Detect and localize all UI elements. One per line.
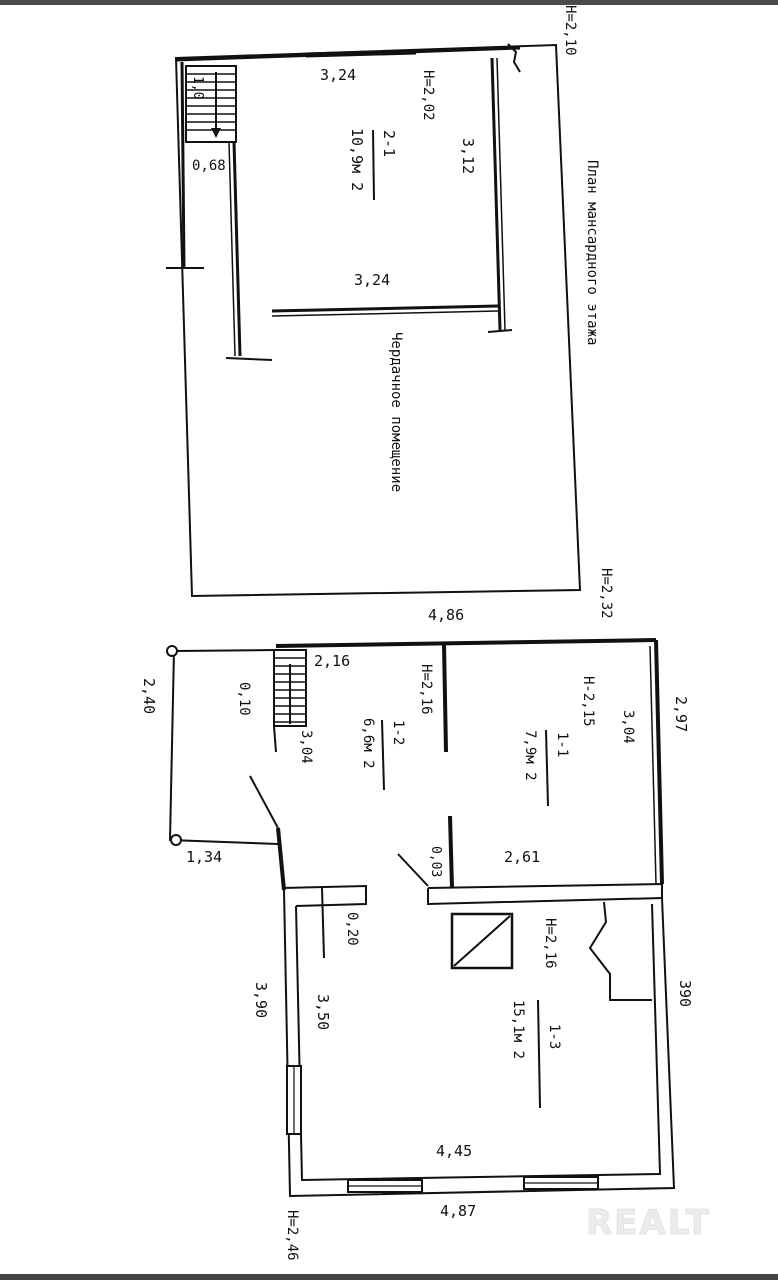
porch-dim-stair: 3,04: [298, 730, 314, 764]
room-1-3-dim-e: 0,20: [344, 912, 360, 946]
room-1-3-dim-a: 3,90: [252, 982, 270, 1018]
room-1-1-number: 1-1: [554, 732, 570, 757]
room-1-1-dim-a: 3,04: [620, 710, 636, 744]
partition-tick-right: [487, 329, 513, 333]
overall-width-top: 4,86: [428, 606, 464, 624]
partition-right-b: [496, 57, 506, 331]
ground-left-wall-partition: [321, 887, 325, 959]
room-1-3-inner: [295, 903, 662, 1182]
stair-treads: [186, 73, 236, 131]
room-1-3-divider: [537, 999, 541, 1109]
ground-stair-block: [273, 649, 307, 727]
attic-outer-wall: [174, 43, 582, 598]
room-1-2-divider: [381, 719, 385, 791]
room-1-3-height: Н=2,16: [542, 918, 558, 969]
porch-dim-top: 2,16: [314, 652, 350, 670]
chimney-mark: [507, 43, 521, 73]
room-1-3-outer: [283, 889, 676, 1198]
attic-space-label: Чердачное помещение: [388, 332, 404, 492]
stove-diagonal: [453, 915, 511, 967]
bottom-border: [0, 1274, 778, 1280]
stair-block: [185, 65, 237, 143]
watermark-logo: REALT: [586, 1203, 711, 1244]
room-2-1-area: 10,9м 2: [348, 128, 366, 191]
partition-1-2-1-1-bottom: [448, 815, 454, 889]
partition-bottom: [271, 304, 499, 313]
ground-right-wall: [654, 639, 664, 885]
attic-plan-title: План мансардного этажа: [584, 160, 600, 345]
attic-dim-bottom: 3,24: [354, 271, 390, 289]
room-1-2-height: Н=2,16: [418, 664, 434, 715]
stair-width: 0,68: [192, 158, 226, 174]
partition-left-inner-b: [228, 141, 236, 357]
ground-height-bottom: Н=2,46: [284, 1210, 300, 1261]
entry-door-swing: [249, 775, 279, 829]
entry-wall-upper: [273, 725, 277, 753]
stair-arrow-head: [211, 128, 221, 138]
room-1-3-dim-d: 4,45: [436, 1142, 472, 1160]
porch-outline: [168, 649, 279, 845]
top-border: [0, 0, 778, 5]
room-1-3-dim-c: 3,50: [314, 994, 332, 1030]
porch-dim-side: 2,40: [140, 678, 158, 714]
partition-right: [490, 57, 502, 331]
ground-top-wall: [275, 638, 657, 648]
ground-right-wall-inner: [649, 645, 657, 885]
attic-height-top: Н=2,10: [562, 5, 578, 56]
room-1-1-dim-b: 2,97: [672, 696, 690, 732]
room-2-1-number: 2-1: [380, 130, 398, 157]
room-2-1-height: Н=2,02: [420, 70, 436, 121]
attic-dim-top: 3,24: [320, 66, 356, 84]
ground-floor-plan: Н=2,32 2,16 2,40 0,10 3,04 1,34 Н=2,16 1…: [140, 638, 694, 1261]
room-1-2-area: 6,6м 2: [360, 718, 376, 769]
room-1-1-area: 7,9м 2: [522, 730, 538, 781]
room-1-1-height: Н-2,15: [580, 676, 596, 727]
entry-wall-lower: [276, 827, 286, 891]
porch-dim-small: 0,10: [236, 682, 252, 716]
partition-left-inner: [232, 141, 242, 357]
porch-post-top: [166, 645, 178, 657]
room-1-3-dim-b: 390: [676, 980, 694, 1007]
room-1-2-door-dim: 0,03: [428, 846, 443, 877]
room-1-3-number: 1-3: [546, 1024, 562, 1049]
room-2-1-divider: [372, 129, 375, 201]
middle-wall-left: [281, 884, 367, 907]
partition-left-tick-2: [225, 357, 273, 361]
attic-height-bottom: Н=2,32: [598, 568, 614, 619]
overall-width-bottom: 4,87: [440, 1202, 476, 1220]
partition-bottom-b: [271, 310, 499, 317]
room-1-1-dim-c: 2,61: [504, 848, 540, 866]
room-1-1-divider: [545, 729, 549, 807]
room-1-2-number: 1-2: [390, 720, 406, 745]
door-1-1-swing: [397, 853, 429, 887]
porch-dim-bottom: 1,34: [186, 848, 222, 866]
stair-label: 1,0: [190, 76, 205, 99]
middle-wall: [427, 882, 663, 906]
attic-floor-plan: 3,24 Н=2,10 1,0 0,68 Н=2,02 2-1 10,9м 2 …: [166, 5, 614, 619]
partition-1-2-1-1-top: [442, 643, 448, 753]
room-1-3-area: 15,1м 2: [510, 1000, 526, 1059]
attic-window: [305, 49, 417, 58]
partition-left-outer: [180, 61, 186, 269]
door-1-3: [588, 901, 652, 1001]
porch-top-edge: [175, 649, 277, 652]
porch-post-bottom: [170, 834, 182, 846]
attic-dim-side: 3,12: [459, 138, 477, 174]
